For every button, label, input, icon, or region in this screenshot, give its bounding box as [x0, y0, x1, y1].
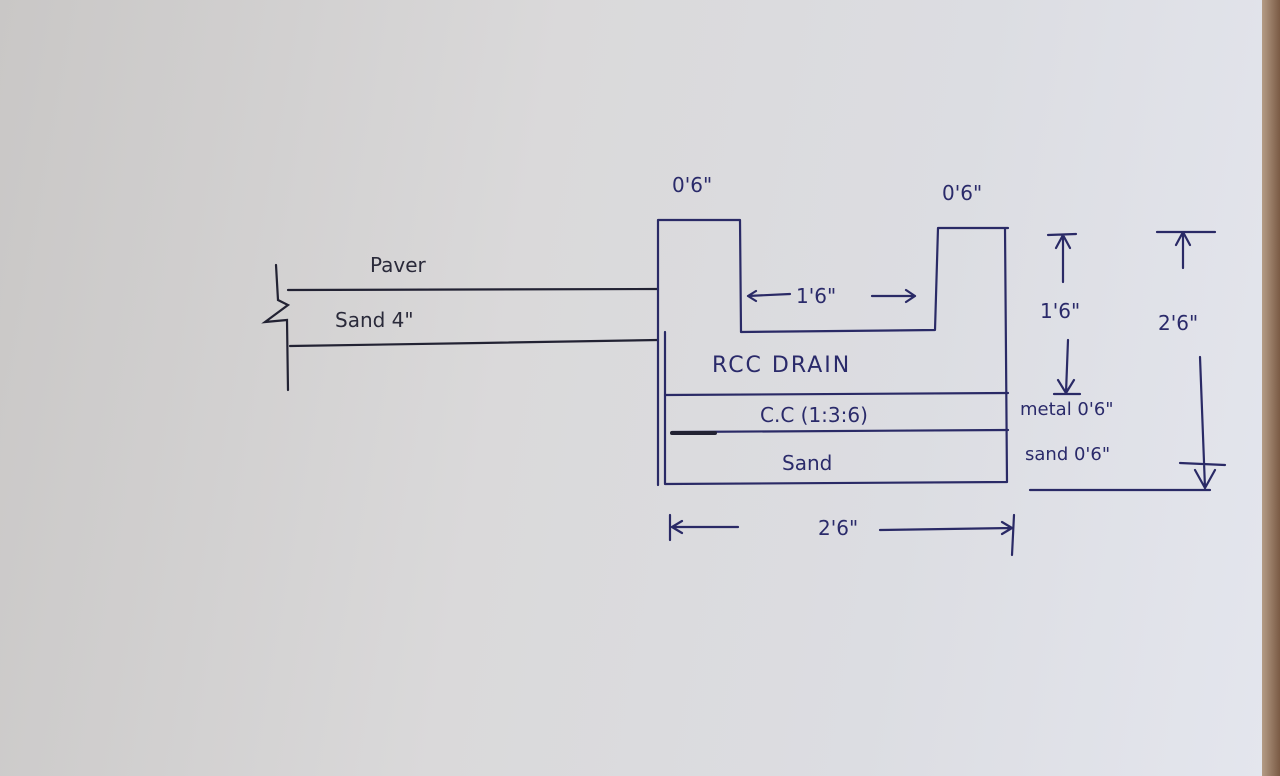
- total-width-dim: 2'6": [818, 516, 858, 540]
- left-wall-dim: 0'6": [672, 173, 712, 197]
- inner-depth-arrows: [1046, 232, 1082, 396]
- pavement-section: [261, 263, 660, 392]
- drain-outline: [656, 218, 1010, 487]
- total-depth-arrows: [1028, 230, 1227, 492]
- sand-layer-label: Sand 4": [335, 308, 414, 332]
- sand-base-label: Sand: [782, 451, 832, 475]
- inner-depth-dim: 1'6": [1040, 299, 1080, 323]
- table-edge: [1262, 0, 1280, 776]
- cc-top-line: [663, 391, 1010, 397]
- inner-width-dim: 1'6": [796, 284, 836, 308]
- break-line: [261, 263, 291, 392]
- sand-layer-right-label: sand 0'6": [1025, 444, 1110, 465]
- total-width-arrows: [668, 513, 1016, 557]
- paver-label: Paver: [370, 253, 427, 277]
- cc-layer-label: C.C (1:3:6): [760, 403, 868, 427]
- paver-bottom-line: [286, 287, 660, 292]
- sand-bottom-line: [288, 338, 660, 348]
- total-depth-dim: 2'6": [1158, 311, 1198, 335]
- cc-bottom-line: [670, 428, 1010, 434]
- inner-width-arrows: [746, 288, 917, 304]
- drain-name-label: RCC DRAIN: [712, 353, 851, 378]
- metal-layer-label: metal 0'6": [1020, 399, 1114, 420]
- right-wall-dim: 0'6": [942, 181, 982, 205]
